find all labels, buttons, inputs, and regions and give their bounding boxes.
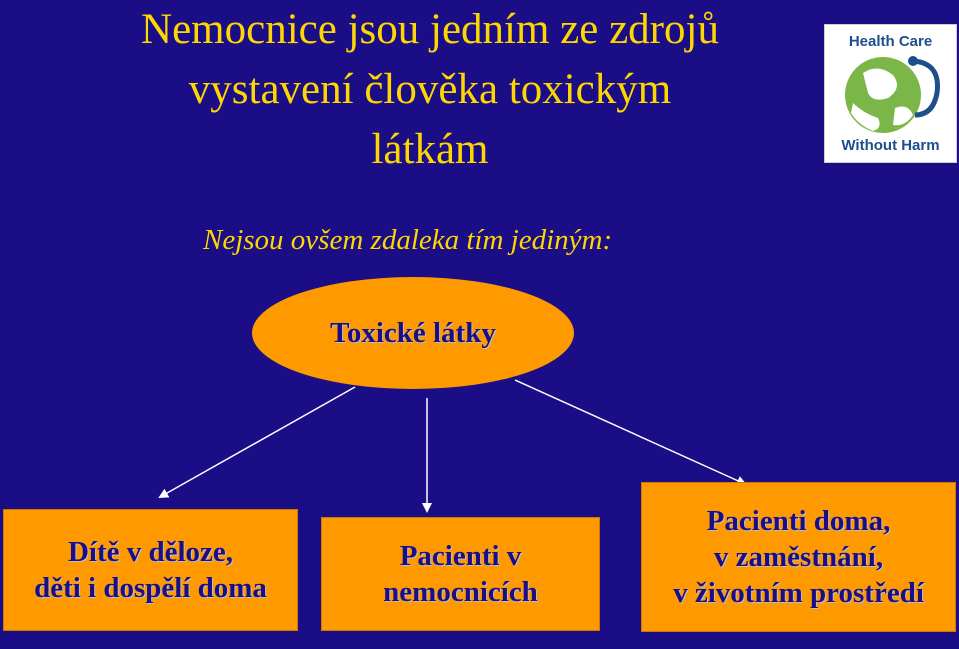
health-care-without-harm-logo: Health Care Without Harm	[824, 24, 957, 163]
box-children-adults: Dítě v děloze, děti i dospělí doma	[3, 509, 298, 631]
arrow-to-box-3	[514, 379, 747, 486]
globe-stethoscope-icon	[845, 56, 940, 133]
box-2-line-2: nemocnicích	[383, 576, 538, 608]
box-3-line-1: Pacienti doma,	[706, 505, 891, 537]
title-line-3: látkám	[371, 126, 489, 173]
title-line-2: vystavení člověka toxickým	[188, 66, 672, 113]
subtitle: Nejsou ovšem zdaleka tím jediným:	[203, 224, 613, 256]
logo-top-text: Health Care	[848, 33, 933, 50]
box-3-line-3: v životním prostředí	[673, 577, 924, 609]
box-patients-home-work-environment: Pacienti doma, v zaměstnání, v životním …	[641, 482, 956, 632]
box-hospital-patients: Pacienti v nemocnicích	[321, 517, 600, 631]
box-3-line-2: v zaměstnání,	[713, 541, 884, 573]
title-line-1: Nemocnice jsou jedním ze zdrojů	[141, 6, 719, 53]
toxic-substances-label: Toxické látky	[330, 316, 496, 349]
arrow-to-box-1	[158, 386, 356, 498]
slide-title: Nemocnice jsou jedním ze zdrojů vystaven…	[40, 0, 820, 180]
box-1-line-1: Dítě v děloze,	[67, 536, 234, 568]
toxic-substances-node: Toxické látky	[252, 277, 574, 389]
box-1-line-2: děti i dospělí doma	[34, 572, 267, 604]
logo-bottom-text: Without Harm	[841, 137, 940, 154]
box-2-line-1: Pacienti v	[399, 540, 522, 572]
